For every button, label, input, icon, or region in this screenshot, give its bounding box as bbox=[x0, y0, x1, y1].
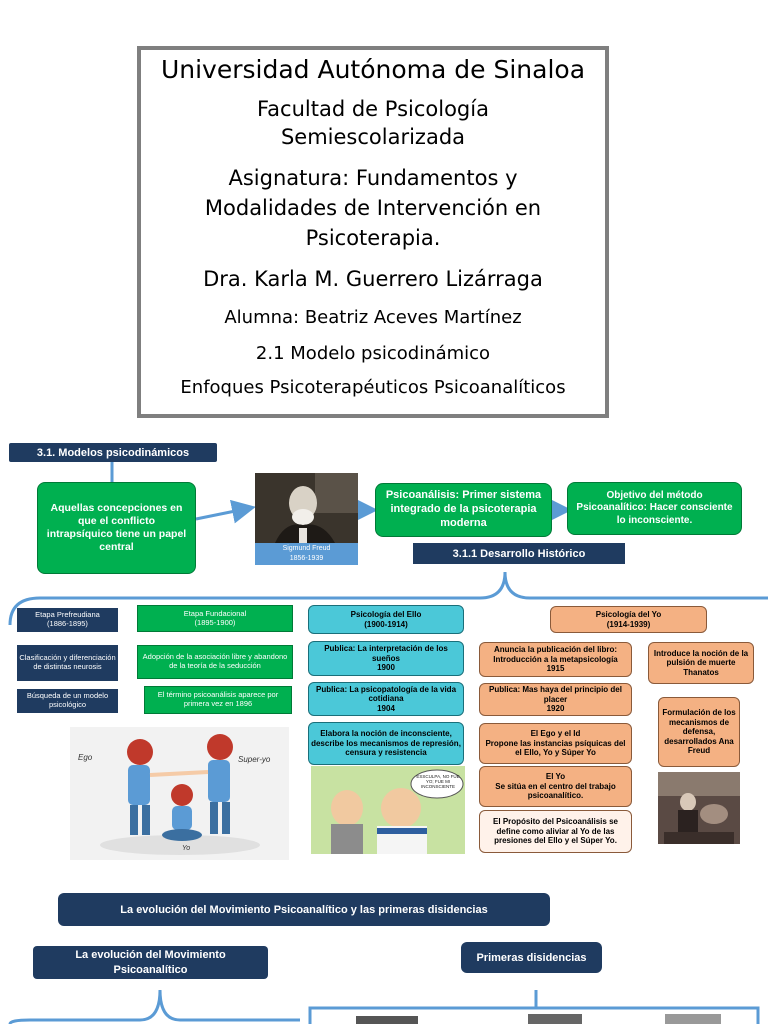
clasificacion-box: Clasificación y diferenciación de distin… bbox=[17, 645, 118, 681]
yo-label: Yo bbox=[182, 845, 191, 852]
freud-portrait-icon bbox=[255, 473, 358, 543]
psicologia-ello-years: (1900-1914) bbox=[364, 619, 408, 629]
student-name: Alumna: Beatriz Aceves Martínez bbox=[224, 307, 522, 328]
title-box: Universidad Autónoma de Sinaloa Facultad… bbox=[137, 46, 609, 418]
adopcion-box: Adopción de la asociación libre y abando… bbox=[137, 645, 293, 679]
ego-label: Ego bbox=[78, 753, 93, 762]
topic: 2.1 Modelo psicodinámico bbox=[255, 343, 491, 364]
psicologia-ello-title: Psicología del Ello bbox=[350, 609, 422, 619]
portrait-1-partial bbox=[356, 1016, 418, 1024]
disidencias-frame bbox=[308, 1006, 760, 1024]
pub-suenos-text: Publica: La interpretación de los sueños bbox=[324, 644, 448, 663]
el-yo-text: Se sitúa en el centro del trabajo psicoa… bbox=[495, 781, 616, 801]
subject-line-1: Asignatura: Fundamentos y bbox=[228, 166, 518, 190]
ego-cartoon-icon bbox=[70, 727, 289, 860]
psicologia-yo: Psicología del Yo(1914-1939) bbox=[550, 606, 707, 633]
focus: Enfoques Psicoterapéuticos Psicoanalític… bbox=[180, 377, 566, 398]
ego-cartoon: Ego Super-yo Yo bbox=[70, 727, 289, 860]
psicologia-yo-title: Psicología del Yo bbox=[595, 609, 662, 619]
pub-suenos-year: 1900 bbox=[377, 663, 395, 673]
anuncia-box: Anuncia la publicación del libro: Introd… bbox=[479, 642, 632, 677]
subject-line-3: Psicoterapia. bbox=[305, 226, 441, 250]
freud-photo bbox=[255, 473, 358, 543]
brace-history bbox=[8, 571, 768, 626]
pub-vida-text: Publica: La psicopatología de la vida co… bbox=[315, 684, 457, 704]
el-yo-title: El Yo bbox=[545, 772, 566, 782]
anuncia-text: Anuncia la publicación del libro: Introd… bbox=[493, 645, 618, 664]
freud-caption-name: Sigmund Freud bbox=[282, 545, 331, 552]
definition-box: Aquellas concepciones en que el conflict… bbox=[37, 482, 196, 574]
psicoanalisis-box: Psicoanálisis: Primer sistema integrado … bbox=[375, 483, 552, 537]
proposito-box: El Propósito del Psicoanálisis se define… bbox=[479, 810, 632, 853]
portrait-3-partial bbox=[665, 1014, 721, 1024]
etapa-fundacional-years: (1895-1900) bbox=[194, 617, 236, 627]
termino-box: El término psicoanálisis aparece por pri… bbox=[144, 686, 292, 714]
pub-vida-box: Publica: La psicopatología de la vida co… bbox=[308, 682, 464, 716]
ego-id-text: Propone las instancias psíquicas del el … bbox=[485, 738, 626, 758]
faculty-line-1: Facultad de Psicología bbox=[257, 97, 489, 121]
arrow-definition-freud bbox=[195, 499, 256, 524]
mas-haya-box: Publica: Mas haya del principio del plac… bbox=[479, 683, 632, 716]
elabora-box: Elabora la noción de inconsciente, descr… bbox=[308, 722, 464, 765]
pub-vida-year: 1904 bbox=[377, 703, 395, 713]
psicologia-yo-years: (1914-1939) bbox=[606, 619, 651, 629]
etapa-prefreudiana-years: (1886-1895) bbox=[47, 619, 88, 628]
evolution-left-line-2: Psicoanalítico bbox=[113, 963, 188, 976]
mas-haya-year: 1920 bbox=[546, 704, 565, 714]
inconsciente-cartoon: ESSCULPA, NO FUE YO; FUE MI INCONSCIENTE bbox=[311, 766, 465, 854]
primeras-disidencias-box: Primeras disidencias bbox=[461, 942, 602, 973]
portrait-2-partial bbox=[528, 1014, 582, 1024]
mas-haya-text: Publica: Mas haya del principio del plac… bbox=[489, 685, 622, 704]
anuncia-year: 1915 bbox=[546, 664, 565, 674]
pub-suenos-box: Publica: La interpretación de los sueños… bbox=[308, 641, 464, 676]
subject-line-2: Modalidades de Intervención en bbox=[204, 196, 542, 220]
formulacion-box: Formulación de los mecanismos de defensa… bbox=[658, 697, 740, 767]
university-title: Universidad Autónoma de Sinaloa bbox=[160, 55, 586, 84]
thanatos-box: Introduce la noción de la pulsión de mue… bbox=[648, 642, 754, 684]
faculty-line-2: Semiescolarizada bbox=[280, 125, 466, 149]
ana-freud-photo-icon bbox=[658, 772, 740, 844]
ana-freud-photo bbox=[658, 772, 740, 844]
objetivo-box: Objetivo del método Psicoanalítico: Hace… bbox=[567, 482, 742, 535]
psicologia-ello: Psicología del Ello(1900-1914) bbox=[308, 605, 464, 634]
teacher-name: Dra. Karla M. Guerrero Lizárraga bbox=[203, 267, 543, 291]
evolution-left-line-1: La evolución del Movimiento bbox=[75, 948, 226, 961]
etapa-prefreudiana-title: Etapa Prefreudiana bbox=[35, 610, 100, 620]
busqueda-box: Búsqueda de un modelo psicológico bbox=[17, 689, 118, 713]
etapa-prefreudiana: Etapa Prefreudiana(1886-1895) bbox=[17, 608, 118, 632]
evolution-banner: La evolución del Movimiento Psicoanalíti… bbox=[58, 893, 550, 926]
inconsciente-cartoon-icon bbox=[311, 766, 465, 854]
superyo-label: Super-yo bbox=[238, 755, 271, 764]
brace-evolution bbox=[8, 989, 300, 1024]
freud-caption-years: 1856-1939 bbox=[289, 555, 324, 562]
ego-id-title: El Ego y el Id bbox=[530, 729, 581, 739]
desarrollo-historico: 3.1.1 Desarrollo Histórico bbox=[413, 543, 625, 564]
etapa-fundacional-title: Etapa Fundacional bbox=[183, 608, 247, 618]
etapa-fundacional: Etapa Fundacional(1895-1900) bbox=[137, 605, 293, 632]
cartoon-bubble-text: ESSCULPA, NO FUE YO; FUE MI INCONSCIENTE bbox=[416, 774, 460, 790]
freud-caption: Sigmund Freud 1856-1939 bbox=[255, 543, 358, 565]
section-title: 3.1. Modelos psicodinámicos bbox=[9, 443, 217, 462]
